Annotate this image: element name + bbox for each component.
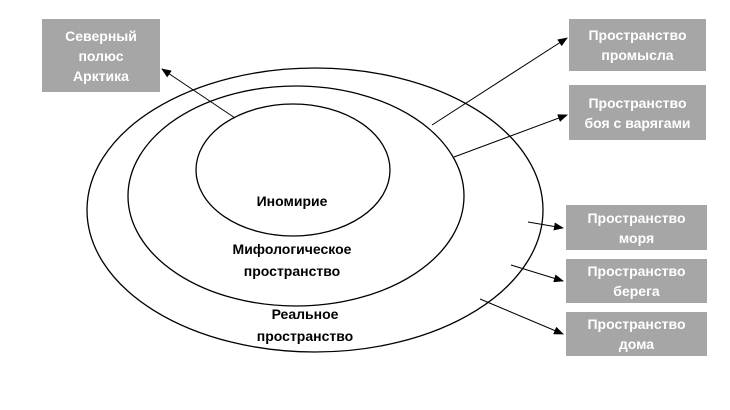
box-battle-space-label: Пространство боя с варягами — [584, 94, 691, 131]
zone-label-real-space: Реальное пространство — [256, 306, 354, 344]
box-shore-space-label: Пространство берега — [587, 263, 686, 299]
box-home-space: Пространство дома — [566, 312, 707, 356]
outer-ellipse-real-space — [86, 67, 544, 353]
box-sea-space-label: Пространство моря — [587, 209, 686, 246]
box-trade-space-label: Пространство промысла — [588, 27, 687, 63]
arrow-to-shore-space — [510, 264, 564, 283]
zone-label-otherworld: Иномирие — [256, 193, 328, 209]
box-shore-space: Пространство берега — [566, 259, 707, 303]
box-north-pole-arctic: Северный полюс Арктика — [42, 19, 160, 92]
box-home-space-label: Пространство дома — [587, 316, 686, 352]
arrow-to-battle-space — [453, 114, 568, 158]
box-battle-space: Пространство боя с варягами — [569, 85, 706, 140]
arrow-to-sea-space — [527, 221, 564, 231]
middle-ellipse-mythological-space — [127, 85, 465, 307]
box-north-pole-arctic-label: Северный полюс Арктика — [65, 27, 137, 84]
box-sea-space: Пространство моря — [566, 205, 707, 250]
zone-label-mythological-space: Мифологическое пространство — [232, 241, 352, 279]
box-trade-space: Пространство промысла — [569, 19, 706, 71]
arrow-to-trade-space — [431, 37, 568, 126]
inner-ellipse-otherworld — [195, 103, 391, 237]
arrow-to-north-pole — [161, 68, 236, 119]
arrow-to-home-space — [479, 298, 564, 335]
